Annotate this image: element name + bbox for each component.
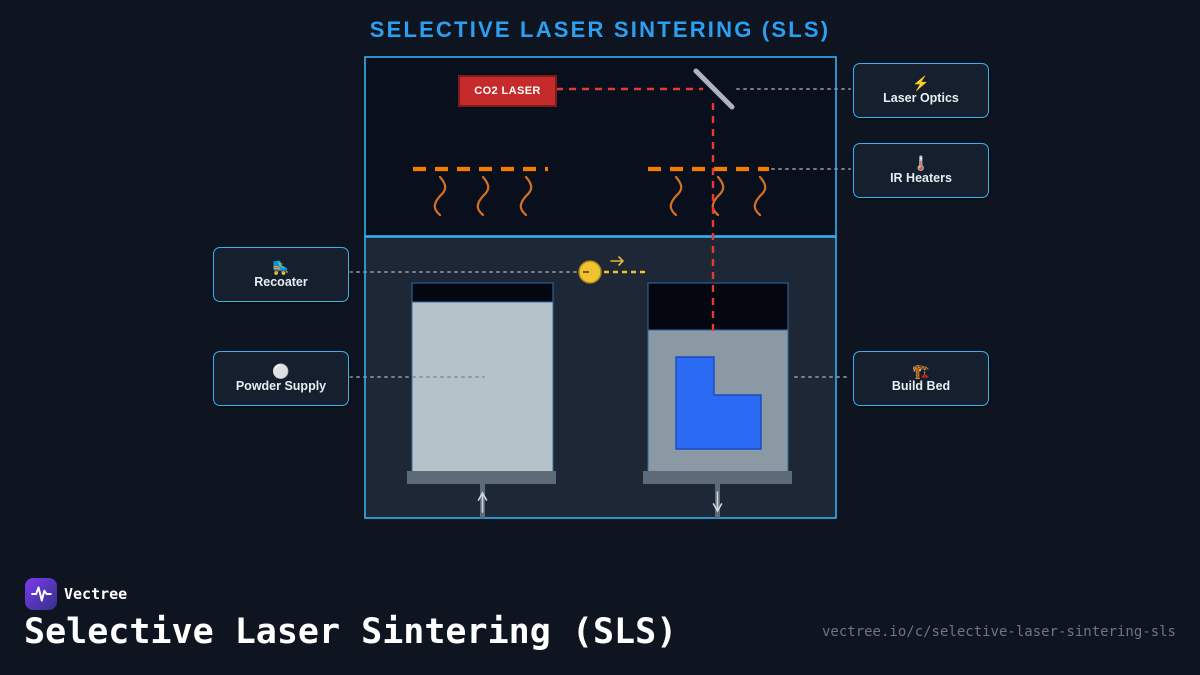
upper-chamber: [364, 56, 837, 237]
node-label: Laser Optics: [883, 91, 959, 106]
node-recoater[interactable]: 🛼 Recoater: [213, 247, 349, 302]
lightning-icon: ⚡: [912, 75, 930, 92]
crane-icon: 🏗️: [912, 363, 930, 380]
node-laser-optics[interactable]: ⚡ Laser Optics: [853, 63, 989, 118]
page-url: vectree.io/c/selective-laser-sintering-s…: [821, 624, 1176, 640]
printed-part: [675, 356, 762, 450]
piston-up-arrow: [477, 491, 488, 513]
page-title: Selective Laser Sintering (SLS): [24, 612, 678, 652]
laser-beam: [556, 87, 715, 332]
mirror: [693, 68, 735, 110]
brand-name: Vectree: [64, 585, 128, 603]
node-label: Recoater: [254, 275, 308, 290]
build-bed-bin: [643, 282, 792, 518]
node-label: Powder Supply: [235, 379, 327, 394]
node-powder-supply[interactable]: ⚪ Powder Supply: [213, 351, 349, 406]
powder-icon: ⚪: [272, 363, 290, 380]
piston-down-arrow: [712, 491, 723, 513]
ir-heater-left: [413, 166, 548, 217]
thermometer-icon: 🌡️: [912, 155, 930, 172]
motion-arrow: [610, 256, 625, 266]
recoater-roller: [578, 256, 648, 284]
diagram-title: SELECTIVE LASER SINTERING (SLS): [369, 17, 831, 42]
activity-icon: [31, 586, 52, 602]
vectree-logo: [25, 578, 57, 610]
node-build-bed[interactable]: 🏗️ Build Bed: [853, 351, 989, 406]
roller-skate-icon: 🛼: [272, 259, 290, 276]
label-connectors: [349, 88, 851, 378]
node-ir-heaters[interactable]: 🌡️ IR Heaters: [853, 143, 989, 198]
powder-supply-bin: [407, 282, 556, 518]
node-label: Build Bed: [891, 379, 951, 394]
node-label: IR Heaters: [890, 171, 952, 186]
co2-laser-label: CO2 LASER: [458, 75, 557, 107]
